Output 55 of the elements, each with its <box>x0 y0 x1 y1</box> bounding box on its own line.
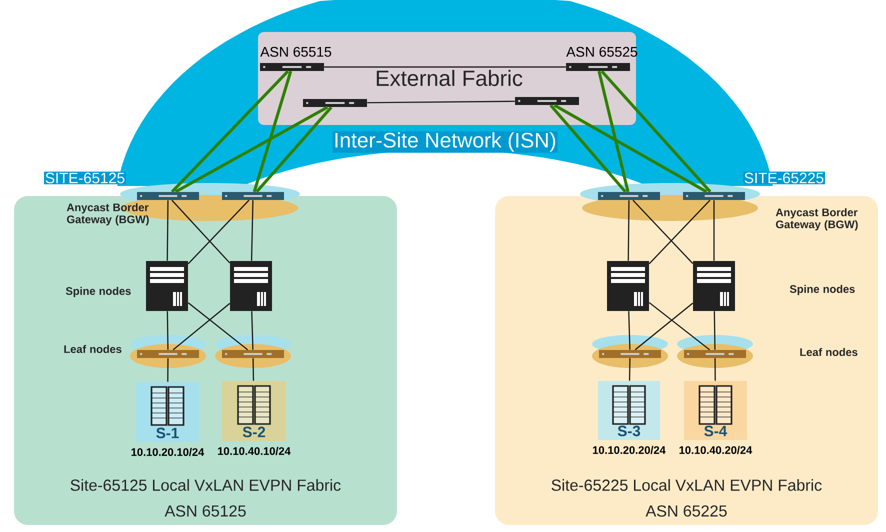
link-line <box>549 104 627 193</box>
ip-address: 10.10.20.20/24 <box>593 446 666 454</box>
side-label: Leaf nodes <box>64 344 122 354</box>
side-label: Anycast Border Gateway (BGW) <box>66 203 149 226</box>
link-line <box>170 70 290 193</box>
link-line <box>251 311 254 350</box>
link-line <box>632 200 694 264</box>
server-rack-box: S-4 <box>684 381 747 440</box>
link-line <box>174 106 328 194</box>
link-line <box>598 70 630 192</box>
link-line <box>188 302 248 350</box>
link-line <box>713 200 715 261</box>
ip-address: 10.10.20.10/24 <box>132 448 204 456</box>
link-line <box>648 302 710 350</box>
link-line <box>628 358 631 381</box>
link-line <box>188 200 250 264</box>
link-line <box>554 104 708 194</box>
link-line <box>256 106 332 193</box>
side-label: Spine nodes <box>790 284 855 296</box>
link-line <box>166 200 169 261</box>
link-line <box>628 200 630 261</box>
server-rack-box: S-1 <box>136 382 199 442</box>
server-icon <box>607 261 649 311</box>
link-line <box>166 311 169 350</box>
link-line <box>167 358 169 382</box>
server-icon <box>693 261 735 311</box>
switch-icon <box>215 335 291 368</box>
link-line <box>324 66 566 68</box>
side-label: Anycast Border Gateway (BGW) <box>776 208 858 230</box>
link-line <box>648 200 710 264</box>
server-rack-box: S-3 <box>598 381 660 440</box>
site-tag: SITE-65225 <box>742 172 826 184</box>
ip-address: 10.10.40.20/24 <box>680 446 752 454</box>
ip-address: 10.10.40.10/24 <box>218 446 291 456</box>
server-rack-box: S-2 <box>222 381 286 441</box>
link-line <box>367 100 515 104</box>
server-icon <box>146 261 188 311</box>
site-tag: SITE-65125 <box>44 172 126 184</box>
side-label: Leaf nodes <box>800 348 858 356</box>
switch-icon <box>130 335 206 368</box>
link-line <box>250 200 254 261</box>
link-line <box>600 70 712 193</box>
link-line <box>252 358 254 381</box>
link-line <box>252 70 292 192</box>
link-line <box>714 311 716 350</box>
switch-icon <box>677 335 753 368</box>
side-label: Spine nodes <box>66 286 131 298</box>
link-line <box>714 358 716 381</box>
switch-icon <box>592 335 668 368</box>
link-line <box>172 302 230 350</box>
link-line <box>634 302 694 350</box>
server-icon <box>230 261 272 311</box>
asn-label: ASN 65515 <box>260 46 332 57</box>
link-line <box>628 311 630 350</box>
link-line <box>171 200 230 264</box>
